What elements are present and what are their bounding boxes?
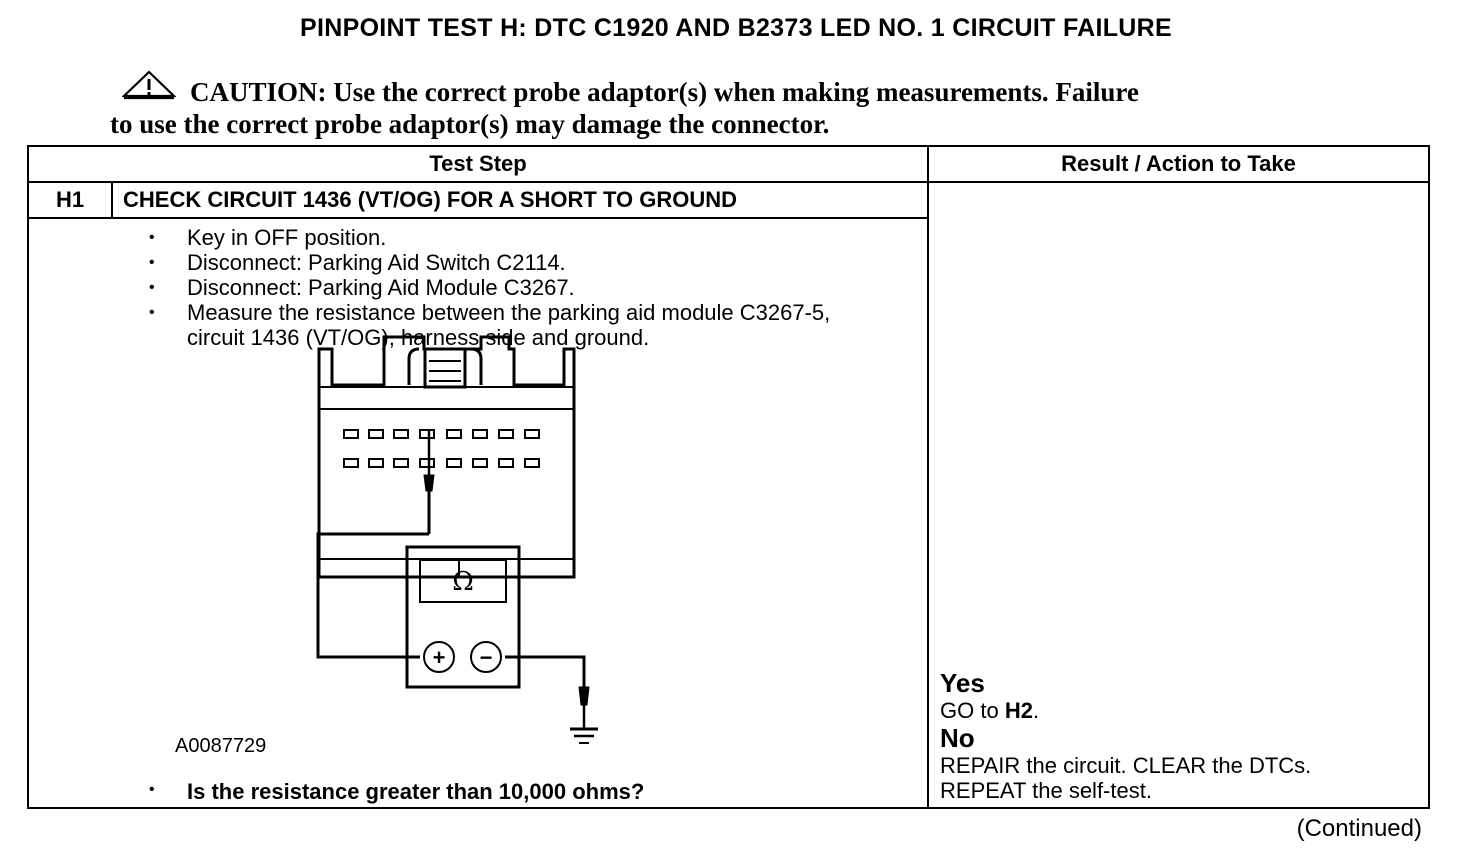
caution-line-1-wrapper: CAUTION: Use the correct probe adaptor(s… [110,70,1310,108]
list-item: Disconnect: Parking Aid Switch C2114. [149,250,887,275]
terminal-slot [368,458,384,468]
ground-probe-body [578,686,590,706]
terminal-slot [368,429,384,439]
multimeter-display [419,559,507,603]
terminal-slot [446,458,462,468]
question-text: Is the resistance greater than 10,000 oh… [187,779,645,804]
bullet-icon: • [149,781,155,798]
continued-note: (Continued) [1296,815,1422,842]
measurement-diagram: Ω + − [316,335,598,744]
ohm-symbol: Ω [452,567,474,597]
yes-action-suffix: . [1032,698,1040,723]
yes-action-prefix: GO to [940,698,1005,723]
list-item: Key in OFF position. [149,225,887,250]
pinpoint-test-table: Test Step Result / Action to Take H1 CHE… [26,145,1431,809]
terminal-slot [498,458,514,468]
plus-symbol: + [433,645,446,670]
terminal-slot [393,458,409,468]
no-action-line-2: REPEAT the self-test. [940,778,1152,803]
probe-tip [423,474,435,492]
terminal-slot [446,429,462,439]
result-cell: Yes GO to H2. No REPAIR the circuit. CLE… [927,181,1431,809]
terminal-slot [524,429,540,439]
step-question: • Is the resistance greater than 10,000 … [149,779,644,805]
no-label: No [940,723,975,753]
yes-action: GO to H2. [940,698,1311,723]
page-title: PINPOINT TEST H: DTC C1920 AND B2373 LED… [300,14,1172,42]
terminal-slot [393,429,409,439]
no-action-line-1: REPAIR the circuit. CLEAR the DTCs. [940,753,1312,778]
terminal-slot [343,458,359,468]
list-item: Disconnect: Parking Aid Module C3267. [149,275,887,300]
step-title: CHECK CIRCUIT 1436 (VT/OG) FOR A SHORT T… [110,181,930,219]
terminal-slot [472,429,488,439]
header-result-action: Result / Action to Take [927,145,1431,183]
terminal-slot [343,429,359,439]
multimeter-body [405,545,521,689]
warning-triangle-icon [122,70,176,100]
yes-label: Yes [940,668,985,698]
step-body-cell: Key in OFF position. Disconnect: Parking… [26,217,930,809]
connector-body [317,335,576,579]
terminal-slot [419,458,435,468]
yes-action-target: H2 [1004,698,1033,723]
caution-line-2: to use the correct probe adaptor(s) may … [110,109,830,139]
caution-line-1: CAUTION: Use the correct probe adaptor(s… [190,77,1139,107]
terminal-slot-5 [419,429,435,439]
results-block: Yes GO to H2. No REPAIR the circuit. CLE… [940,668,1311,803]
header-test-step: Test Step [26,145,930,183]
positive-lead-wire [316,532,429,659]
caution-notice: CAUTION: Use the correct probe adaptor(s… [110,70,1310,140]
step-id: H1 [27,181,113,219]
terminal-slot [498,429,514,439]
list-item: Measure the resistance between the parki… [149,300,887,350]
terminal-slot [524,458,540,468]
step-actions-list: Key in OFF position. Disconnect: Parking… [149,225,887,350]
terminal-slot [472,458,488,468]
minus-symbol: − [480,645,493,670]
figure-code: A0087729 [175,735,267,757]
negative-lead-wire [505,655,586,687]
plus-terminal [423,641,455,673]
minus-terminal [470,641,502,673]
